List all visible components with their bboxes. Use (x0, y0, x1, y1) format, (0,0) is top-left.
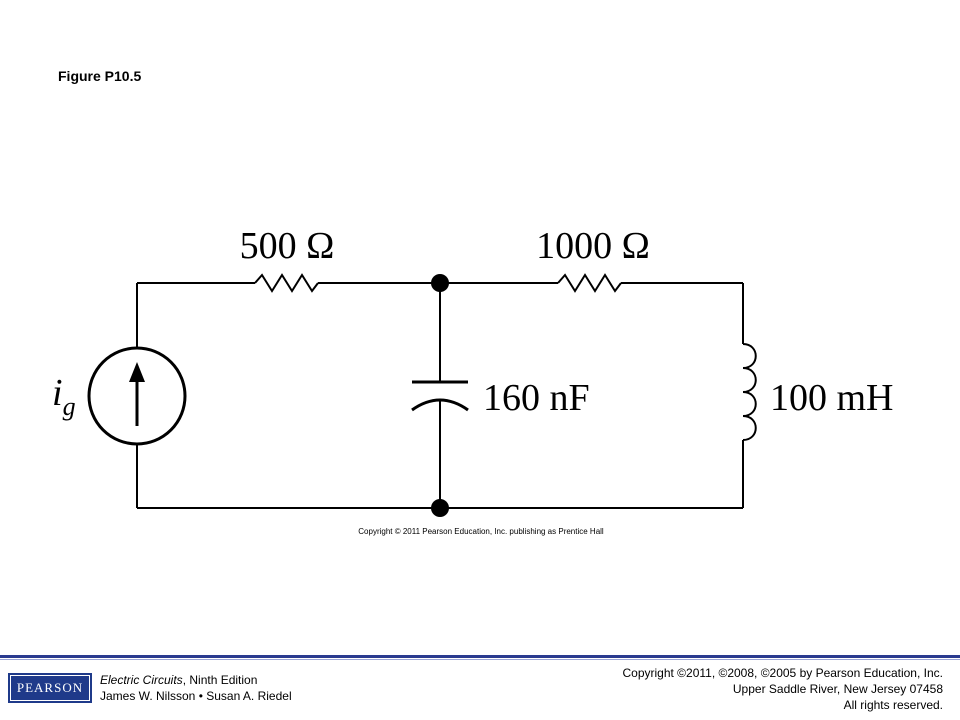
pearson-logo: PEARSON (8, 673, 92, 703)
current-source-circle (87, 346, 187, 446)
resistor-1000-zigzag (557, 273, 622, 293)
inductor-coils (742, 343, 757, 441)
current-source-label: ig (52, 372, 76, 421)
current-source-symbol: i (52, 372, 63, 414)
book-title-line: Electric Circuits, Ninth Edition (100, 672, 292, 688)
figure-copyright: Copyright © 2011 Pearson Education, Inc.… (0, 527, 960, 536)
book-authors: James W. Nilsson • Susan A. Riedel (100, 689, 292, 703)
publisher-line-1: Copyright ©2011, ©2008, ©2005 by Pearson… (622, 666, 943, 680)
resistor-500-zigzag (254, 273, 319, 293)
node-top (431, 274, 449, 292)
publisher-line-3: All rights reserved. (843, 698, 943, 712)
figure-copyright-text: Copyright © 2011 Pearson Education, Inc.… (358, 527, 604, 536)
book-edition: , Ninth Edition (182, 673, 258, 687)
book-info: Electric Circuits, Ninth Edition James W… (100, 672, 292, 704)
book-title: Electric Circuits (100, 673, 183, 687)
resistor-500-label: 500 Ω (240, 225, 335, 267)
current-source-arrowhead (129, 362, 145, 382)
publisher-info: Copyright ©2011, ©2008, ©2005 by Pearson… (622, 665, 943, 713)
publisher-line-2: Upper Saddle River, New Jersey 07458 (732, 682, 943, 696)
current-source-subscript: g (63, 392, 76, 421)
resistor-1000-label: 1000 Ω (536, 225, 650, 267)
pearson-logo-text: PEARSON (10, 675, 90, 701)
footer-rule-thin (0, 659, 960, 660)
figure-title: Figure P10.5 (58, 68, 142, 84)
footer-rule (0, 655, 960, 658)
node-bottom (431, 499, 449, 517)
capacitor-label: 160 nF (483, 377, 590, 419)
inductor-label: 100 mH (770, 377, 894, 419)
